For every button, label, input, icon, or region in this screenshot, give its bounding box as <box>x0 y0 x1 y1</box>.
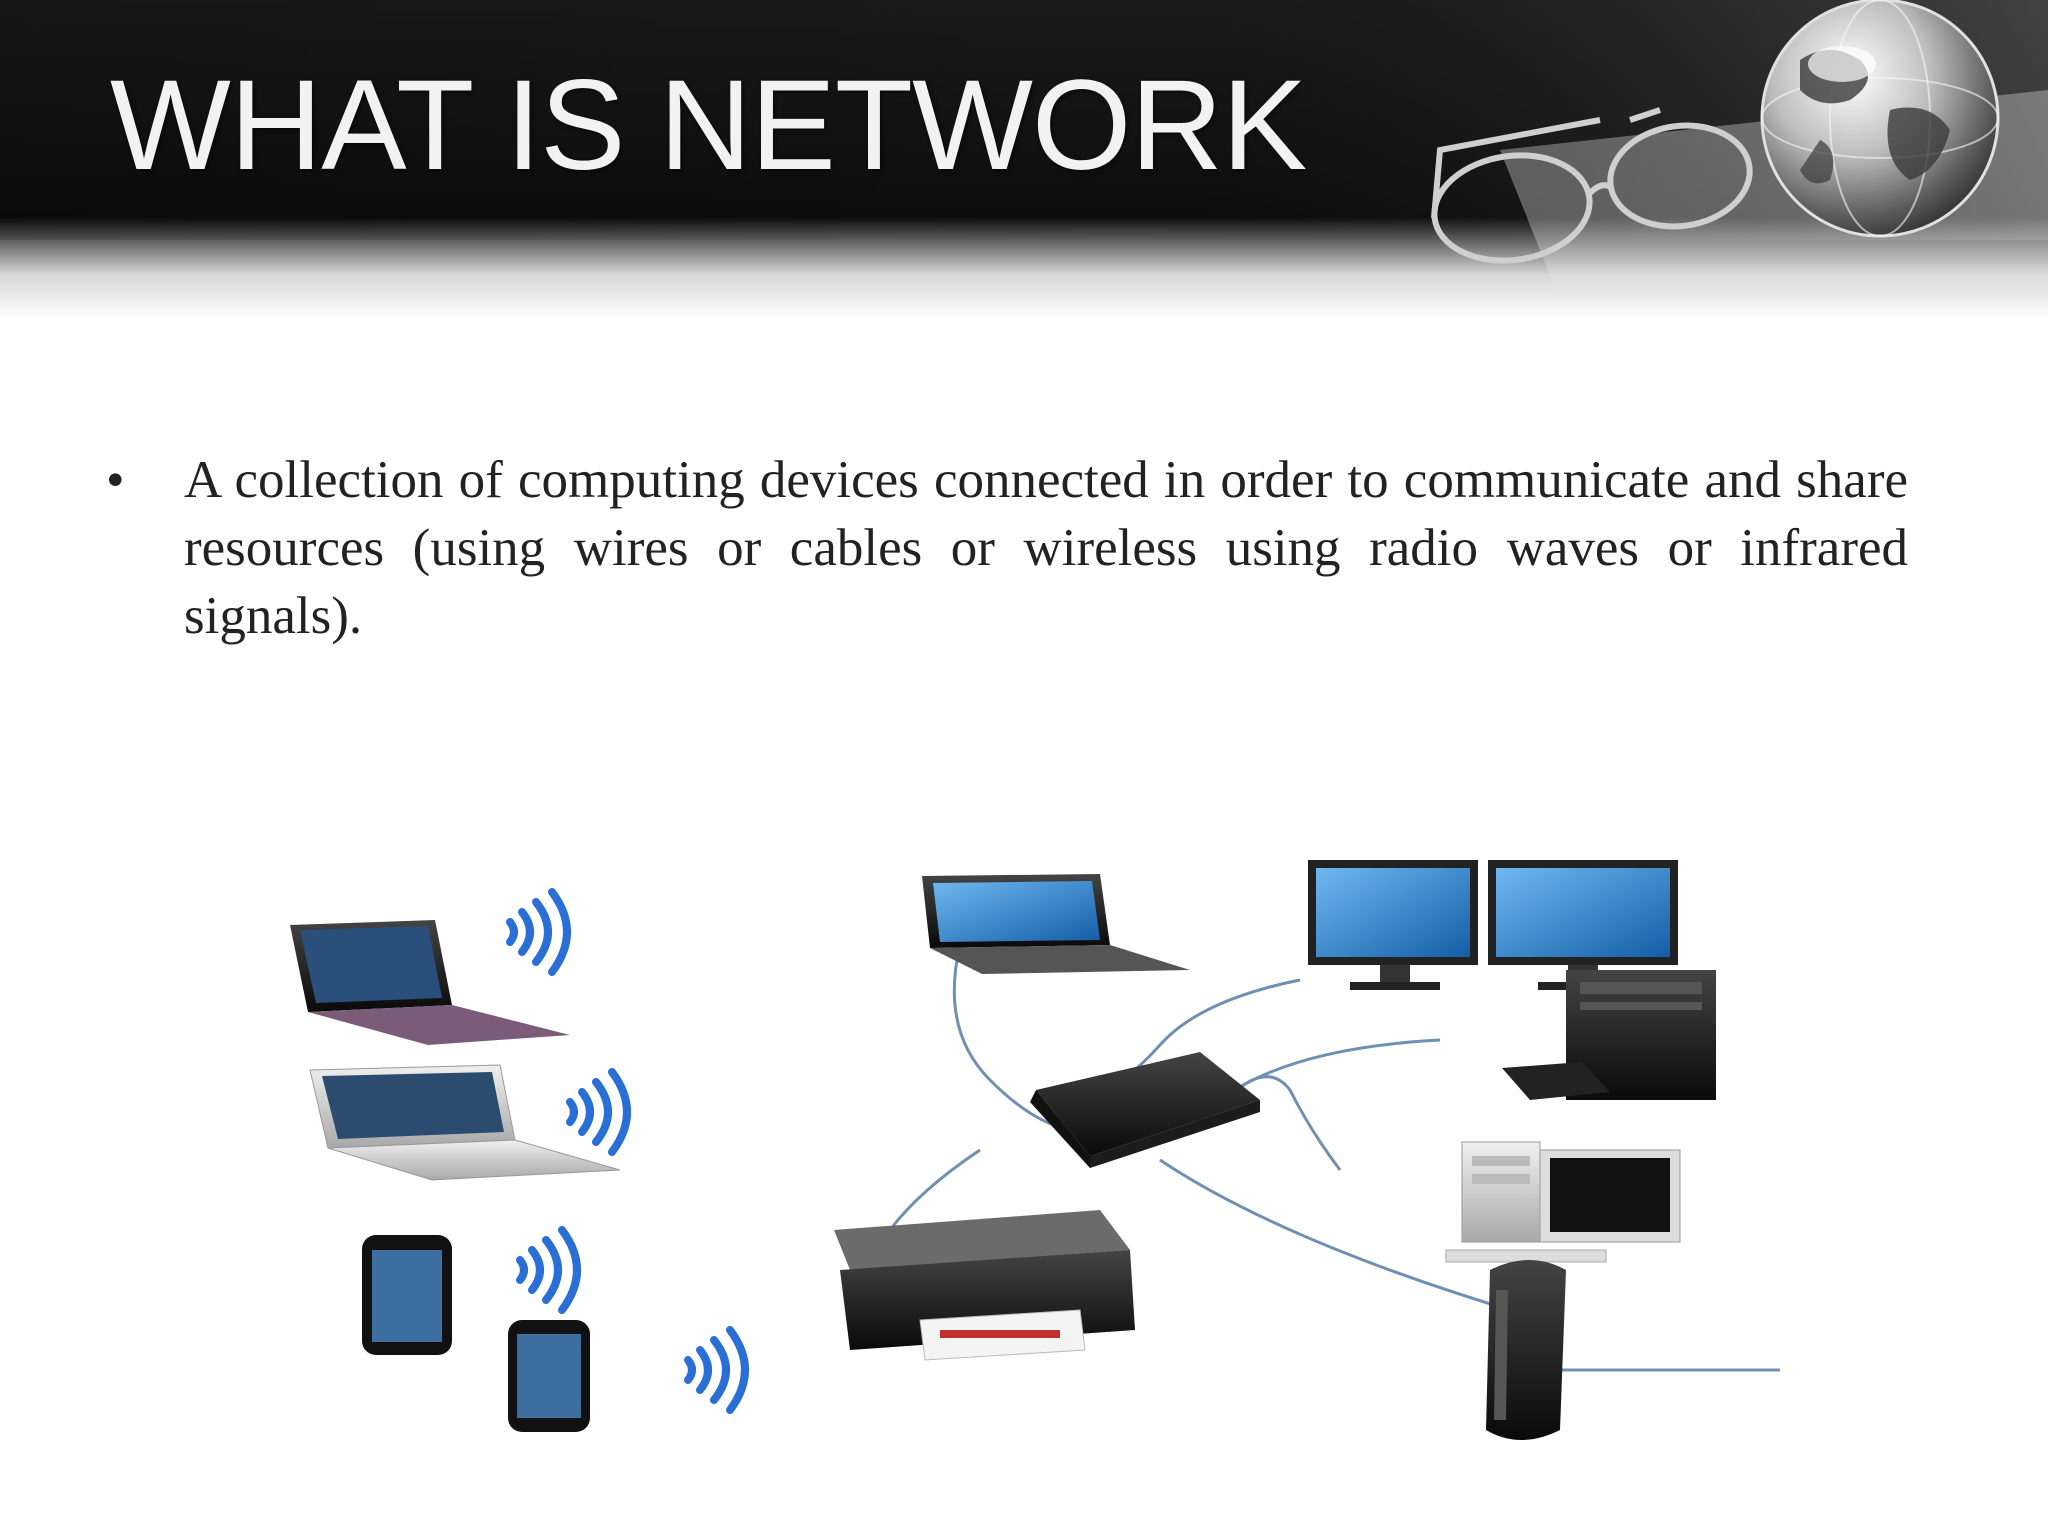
printer <box>834 1210 1135 1361</box>
laptop-wired <box>922 874 1190 974</box>
wifi-signal-icon <box>516 1226 581 1314</box>
desktop-computer <box>1445 1141 1681 1263</box>
header-banner <box>0 0 2048 320</box>
wifi-signal-icon <box>566 1068 631 1156</box>
router-hub <box>1030 1052 1260 1168</box>
wifi-signal-icon <box>506 888 571 976</box>
slide-header: WHAT IS NETWORK <box>0 0 2048 320</box>
bullet-list: • A collection of computing devices conn… <box>106 446 1908 650</box>
cable-printer-router <box>888 1148 981 1231</box>
laptop-wireless-1 <box>290 920 570 1045</box>
smartphone-wireless-2 <box>508 1320 590 1432</box>
dual-monitors <box>1308 860 1678 990</box>
wifi-signal-icon <box>684 1326 749 1414</box>
bullet-item: • A collection of computing devices conn… <box>106 446 1908 650</box>
bullet-marker: • <box>106 451 125 509</box>
modem <box>1486 1260 1566 1440</box>
bullet-text: A collection of computing devices connec… <box>184 451 1908 645</box>
slide-title: WHAT IS NETWORK <box>110 54 1307 197</box>
smartphone-wireless-1 <box>362 1235 452 1355</box>
laptop-wireless-2 <box>309 1064 621 1181</box>
desktop-tower <box>1502 970 1716 1100</box>
network-diagram <box>290 860 1780 1440</box>
globe-graphic <box>1760 0 2000 238</box>
cable-modem-router <box>1159 1158 1511 1312</box>
eyeglasses-graphic <box>1431 107 1753 264</box>
